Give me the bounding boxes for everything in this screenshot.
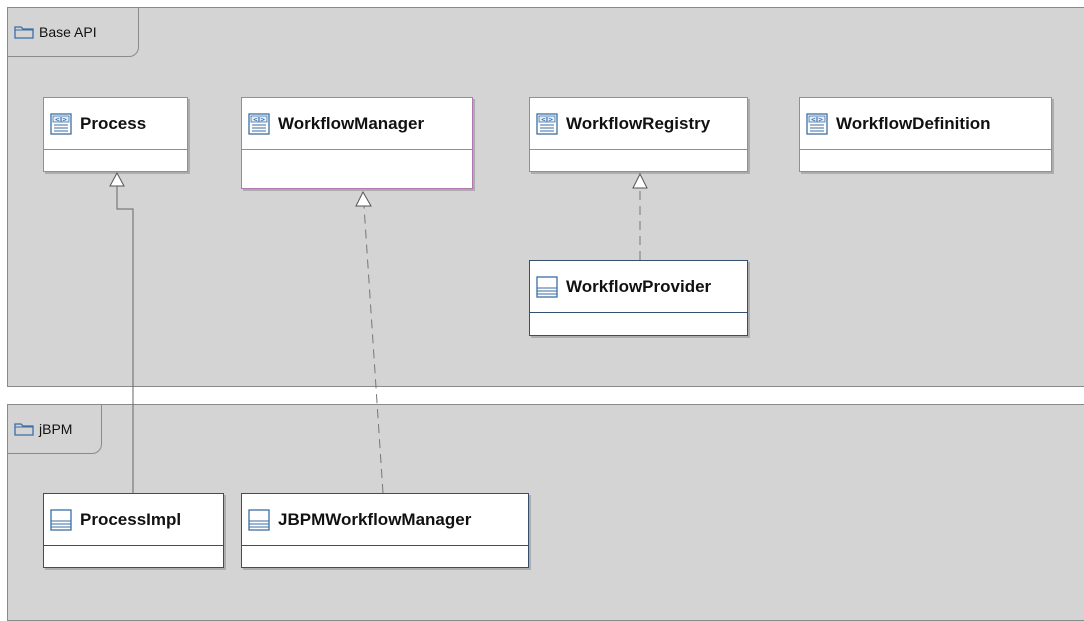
class-icon	[50, 508, 72, 531]
class-name: JBPMWorkflowManager	[278, 509, 472, 529]
realization-workflowprovider-to-workflowregistry[interactable]	[632, 172, 648, 260]
class-workflow-manager[interactable]: <I> WorkflowManager	[241, 97, 473, 189]
class-name: WorkflowManager	[278, 113, 425, 133]
class-process[interactable]: <I> Process	[43, 97, 188, 172]
class-name: WorkflowRegistry	[566, 113, 711, 133]
realization-processimpl-to-process[interactable]	[109, 171, 134, 493]
class-process-impl[interactable]: ProcessImpl	[43, 493, 224, 568]
interface-icon: <I>	[806, 112, 828, 135]
class-jbpm-workflow-manager[interactable]: JBPMWorkflowManager	[241, 493, 529, 568]
interface-icon: <I>	[248, 112, 270, 135]
interface-icon: <I>	[50, 112, 72, 135]
svg-text:<I>: <I>	[811, 116, 823, 123]
class-name: Process	[80, 113, 147, 133]
class-icon	[248, 508, 270, 531]
package-tab-jbpm: jBPM	[7, 404, 102, 454]
svg-text:<I>: <I>	[253, 116, 265, 123]
class-icon	[536, 275, 558, 298]
package-label: Base API	[39, 24, 97, 40]
class-name: WorkflowProvider	[566, 276, 712, 296]
folder-icon	[14, 423, 34, 436]
realization-jbpmworkflowmanager-to-workflowmanager[interactable]	[355, 190, 384, 494]
class-workflow-definition[interactable]: <I> WorkflowDefinition	[799, 97, 1052, 172]
class-workflow-registry[interactable]: <I> WorkflowRegistry	[529, 97, 748, 172]
svg-text:<I>: <I>	[55, 116, 67, 123]
folder-icon	[14, 26, 34, 39]
package-tab-base-api: Base API	[7, 7, 139, 57]
interface-icon: <I>	[536, 112, 558, 135]
class-workflow-provider[interactable]: WorkflowProvider	[529, 260, 748, 336]
class-name: WorkflowDefinition	[836, 113, 991, 133]
svg-text:<I>: <I>	[541, 116, 553, 123]
package-label: jBPM	[39, 421, 73, 437]
class-name: ProcessImpl	[80, 509, 182, 529]
